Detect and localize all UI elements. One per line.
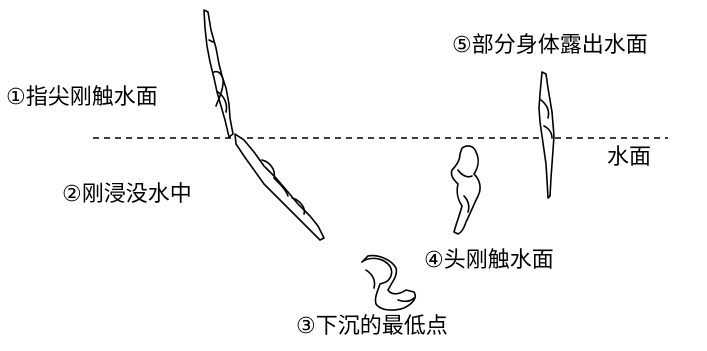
diver-1-fingertips-touch [203,9,234,138]
diver-4-head-touch [450,145,481,235]
label-step-1: ①指尖刚触水面 [6,85,158,110]
label-step-2: ②刚浸没水中 [62,182,192,207]
label-step-3: ③下沉的最低点 [296,314,448,339]
label-step-4: ④头刚触水面 [424,248,554,273]
label-water-surface: 水面 [607,145,652,170]
diver-5-partly-exposed [538,71,555,199]
label-step-5: ⑤部分身体露出水面 [452,33,648,58]
diver-3-lowest-point [361,254,417,311]
diver-2-submerged [234,133,325,241]
